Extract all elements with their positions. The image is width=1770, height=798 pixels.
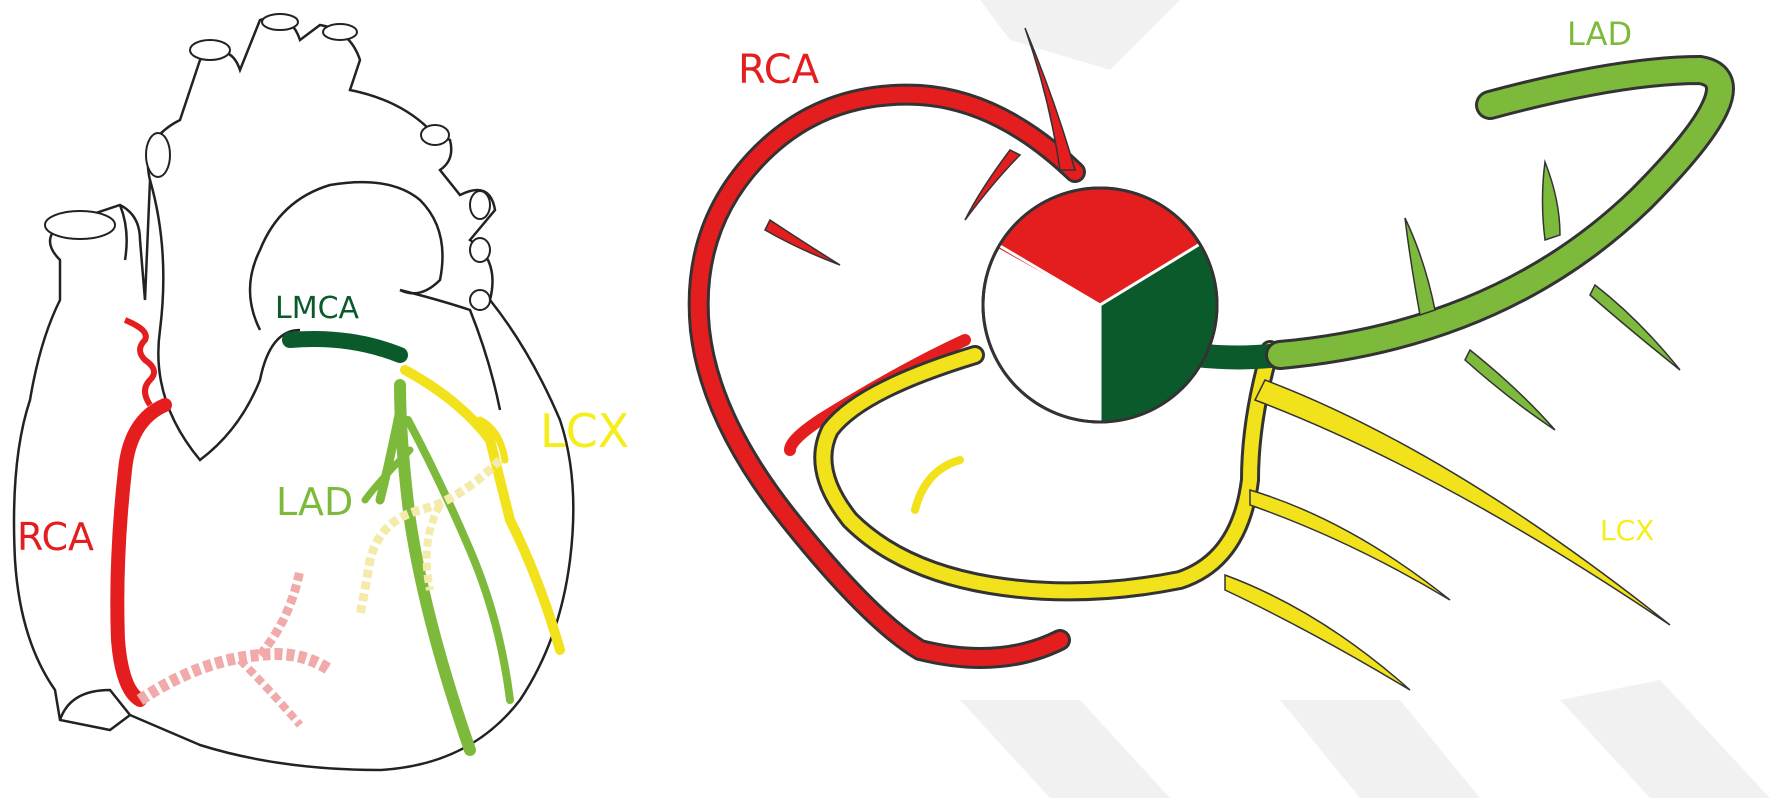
rca-spike-2 xyxy=(965,150,1020,220)
lad-spike-3 xyxy=(1590,285,1680,370)
label-lcx-left: LCX xyxy=(540,404,629,458)
vessel-stub-2 xyxy=(262,14,298,30)
vessel-stub-4 xyxy=(146,133,170,177)
label-lad-left: LAD xyxy=(276,480,353,524)
lcx-schematic-branch-2 xyxy=(1250,490,1450,600)
vessel-stub-3 xyxy=(323,24,357,40)
coronary-schematic: RCA LAD LCX xyxy=(699,15,1720,690)
lcx-schematic-branch-3 xyxy=(1225,575,1410,690)
rca-spike-3 xyxy=(765,220,840,265)
lcx-schematic-branch-1 xyxy=(1255,380,1670,625)
perfusion-circle xyxy=(983,188,1217,422)
watermark-top-arc xyxy=(980,0,1180,70)
lad-spike-2 xyxy=(1543,162,1561,240)
vessel-stub-6 xyxy=(470,191,490,219)
vessel-stub-1 xyxy=(190,40,230,60)
vessel-stub-7 xyxy=(470,238,490,262)
watermark-bottom-right-band xyxy=(1280,700,1480,798)
label-lad-right: LAD xyxy=(1567,15,1632,53)
vessel-stub-5 xyxy=(421,125,449,145)
watermark-right-curve xyxy=(1560,680,1770,798)
vessel-stub-8 xyxy=(470,290,490,310)
lad-spike-1 xyxy=(1405,218,1435,315)
label-rca-right: RCA xyxy=(738,47,820,93)
lad-spike-4 xyxy=(1465,350,1555,430)
heart-illustration: LMCA LCX LAD RCA xyxy=(14,14,629,770)
vessel-stub-9 xyxy=(45,211,115,239)
label-rca-left: RCA xyxy=(17,515,94,559)
lcx-schematic-small-hook xyxy=(915,460,960,510)
label-lmca-left: LMCA xyxy=(275,291,360,326)
label-lcx-right: LCX xyxy=(1600,514,1654,547)
watermark-bottom-left-band xyxy=(960,700,1170,798)
